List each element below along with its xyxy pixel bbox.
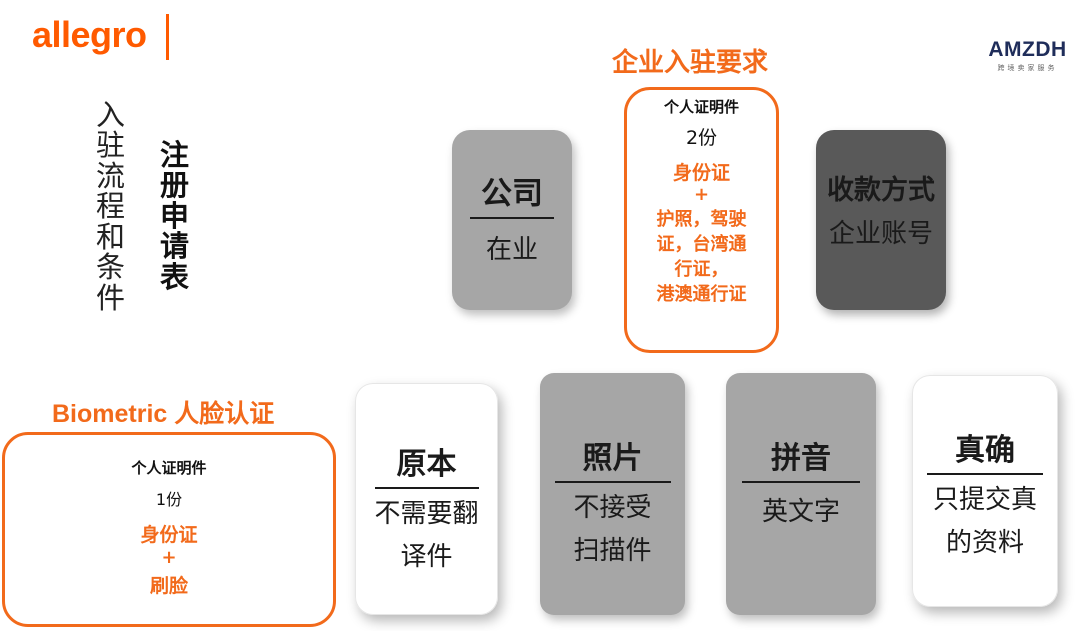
- authentic-box-line: 只提交真: [932, 485, 1037, 515]
- allegro-logo: allegro: [32, 14, 147, 55]
- process-char: 入: [96, 98, 126, 132]
- process-vertical-title: 入 驻 流 程 和 条 件: [96, 98, 126, 315]
- process-char: 驻: [96, 128, 126, 163]
- form-char: 请: [160, 229, 190, 264]
- photo-box-text: 不接受 扫描件: [573, 487, 651, 573]
- original-document-box: 原本 不需要翻 译件: [355, 383, 498, 615]
- photo-box-line: 扫描件: [573, 535, 652, 566]
- form-char: 册: [160, 168, 190, 203]
- process-char: 条: [96, 250, 126, 285]
- authentic-box: 真确 只提交真 的资料: [912, 375, 1058, 607]
- company-box-title: 公司: [470, 168, 554, 219]
- biometric-box: 个人证明件 1份 身份证 + 刷脸: [2, 432, 336, 627]
- photo-box: 照片 不接受 扫描件: [540, 373, 685, 615]
- authentic-box-line: 的资料: [945, 527, 1024, 558]
- amzdh-logo: AMZDH 跨境卖家服务: [980, 38, 1075, 73]
- biometric-id-card: 身份证: [140, 524, 198, 546]
- id-alternatives-line: 行证，: [674, 259, 729, 281]
- id-alternatives-line: 护照，驾驶: [656, 208, 747, 230]
- process-char: 程: [96, 189, 126, 224]
- pinyin-box-title: 拼音: [742, 433, 860, 483]
- photo-box-line: 不接受: [573, 493, 652, 523]
- form-vertical-title: 注 册 申 请 表: [160, 138, 190, 294]
- enterprise-id-documents-box: 个人证明件 2份 身份证 + 护照，驾驶 证，台湾通 行证， 港澳通行证: [624, 87, 779, 353]
- enterprise-requirements-title: 企业入驻要求: [612, 48, 769, 78]
- id-documents-heading: 个人证明件: [663, 98, 739, 116]
- company-box: 公司 在业: [452, 130, 572, 310]
- biometric-plus: +: [161, 547, 177, 568]
- process-char: 件: [96, 280, 126, 315]
- pinyin-box-text: 英文字: [762, 491, 840, 534]
- process-char: 流: [96, 158, 126, 193]
- photo-box-title: 照片: [554, 433, 671, 483]
- form-char: 申: [160, 198, 190, 233]
- biometric-title: Biometric 人脸认证: [52, 400, 275, 428]
- id-card-label: 身份证: [672, 162, 730, 184]
- payment-method-box: 收款方式 企业账号: [816, 130, 946, 310]
- original-document-line: 译件: [400, 541, 453, 572]
- authentic-box-text: 只提交真 的资料: [933, 479, 1037, 565]
- biometric-heading: 个人证明件: [131, 459, 207, 477]
- pinyin-box: 拼音 英文字: [726, 373, 876, 615]
- logo-divider: [166, 14, 169, 60]
- original-document-title: 原本: [374, 439, 479, 489]
- pinyin-box-line: 英文字: [761, 497, 840, 527]
- id-alternatives: 护照，驾驶 证，台湾通 行证， 港澳通行证: [657, 207, 747, 308]
- payment-method-text: 企业账号: [828, 219, 933, 249]
- id-alternatives-line: 证，台湾通: [656, 233, 747, 255]
- original-document-text: 不需要翻 译件: [374, 493, 478, 579]
- plus-sign: +: [693, 184, 710, 205]
- original-document-line: 不需要翻: [374, 499, 479, 529]
- process-char: 和: [96, 219, 126, 254]
- form-char: 表: [160, 259, 190, 294]
- biometric-count: 1份: [155, 490, 183, 509]
- id-alternatives-line: 港澳通行证: [656, 284, 747, 306]
- id-documents-count: 2份: [685, 127, 718, 149]
- company-box-text: 在业: [485, 235, 538, 265]
- payment-method-title: 收款方式: [827, 175, 935, 206]
- amzdh-logo-subtitle: 跨境卖家服务: [997, 64, 1058, 72]
- form-char: 注: [160, 138, 190, 172]
- amzdh-logo-text: AMZDH: [988, 38, 1067, 61]
- biometric-face-scan: 刷脸: [149, 574, 188, 597]
- authentic-box-title: 真确: [927, 425, 1043, 475]
